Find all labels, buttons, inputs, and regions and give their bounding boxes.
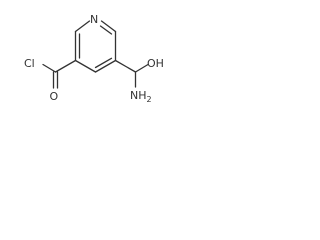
amide-oxygen-label: OH — [147, 57, 164, 70]
bond-carbonyl-cl — [42, 63, 57, 73]
amide-nh-text: NH — [130, 89, 147, 102]
bond-c5-amide-c — [114, 59, 137, 73]
bond-c3-c4 — [74, 59, 97, 73]
amide-nitrogen-label: NH2 — [130, 89, 152, 104]
bond-c4-c5-inner — [94, 57, 113, 69]
acyl-chloride-group — [42, 59, 77, 89]
bond-c3-carbonyl — [54, 59, 77, 73]
bond-amide-c-o — [134, 63, 149, 73]
bond-n-c6-inner — [99, 25, 113, 35]
chlorine-label: Cl — [24, 57, 35, 70]
molecule-canvas: N Cl O OH NH2 — [0, 0, 190, 113]
bond-n-c2 — [74, 20, 91, 33]
structure-drawing: N Cl O OH NH2 — [24, 13, 164, 104]
bond-n-c6 — [100, 20, 117, 33]
bond-c4-c5 — [94, 59, 117, 73]
carbonyl-oxygen-label: O — [50, 90, 59, 103]
amide-group — [114, 59, 149, 88]
pyridine-ring — [74, 20, 117, 73]
ring-nitrogen-label: N — [90, 13, 98, 26]
amide-h2-subscript: 2 — [147, 95, 152, 104]
